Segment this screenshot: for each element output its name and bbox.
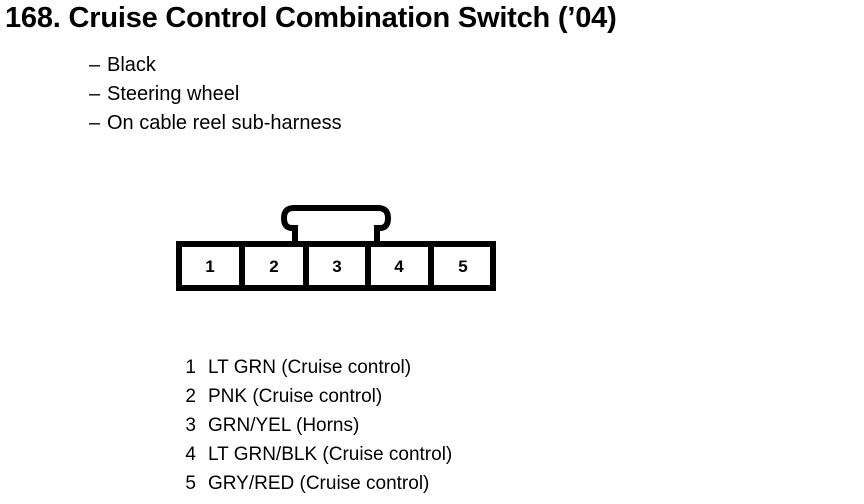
legend-pin-number: 2 (185, 386, 196, 407)
description-item: – Black (89, 51, 342, 80)
connector-body (176, 241, 496, 291)
description-item: – On cable reel sub-harness (89, 109, 342, 138)
legend-pin-description: LT GRN (Cruise control) (208, 357, 412, 378)
connector-pin-2: 2 (269, 257, 278, 276)
legend-row: 1 LT GRN (Cruise control) (182, 353, 452, 382)
description-item: – Steering wheel (89, 80, 342, 109)
legend-pin-description: LT GRN/BLK (Cruise control) (208, 444, 453, 465)
legend-row: 2 PNK (Cruise control) (182, 382, 452, 411)
legend-pin-number: 1 (185, 357, 196, 378)
legend-pin-number: 4 (185, 444, 196, 465)
legend-row: 3 GRN/YEL (Horns) (182, 411, 452, 440)
connector-diagram: 1 2 3 4 5 (176, 196, 496, 291)
legend-row: 5 GRY/RED (Cruise control) (182, 469, 452, 498)
pin-legend: 1 LT GRN (Cruise control) 2 PNK (Cruise … (182, 353, 452, 498)
dash-bullet-icon: – (89, 83, 101, 105)
description-item-label: Black (107, 54, 156, 76)
description-list: – Black – Steering wheel – On cable reel… (89, 51, 342, 138)
connector-pin-5: 5 (458, 257, 467, 276)
connector-pin-1: 1 (205, 257, 214, 276)
description-item-label: Steering wheel (107, 83, 240, 105)
page-title: 168. Cruise Control Combination Switch (… (5, 2, 617, 34)
legend-pin-number: 3 (185, 415, 196, 436)
legend-pin-description: GRN/YEL (Horns) (208, 415, 360, 436)
dash-bullet-icon: – (89, 112, 101, 134)
description-item-label: On cable reel sub-harness (107, 112, 342, 134)
legend-pin-description: PNK (Cruise control) (208, 386, 383, 407)
connector-pin-3: 3 (332, 257, 341, 276)
connector-pin-4: 4 (394, 257, 404, 276)
connector-cell-dividers (239, 244, 434, 288)
legend-pin-number: 5 (185, 473, 196, 494)
dash-bullet-icon: – (89, 54, 101, 76)
legend-row: 4 LT GRN/BLK (Cruise control) (182, 440, 452, 469)
legend-pin-description: GRY/RED (Cruise control) (208, 473, 430, 494)
connector-locking-tab (280, 205, 392, 244)
